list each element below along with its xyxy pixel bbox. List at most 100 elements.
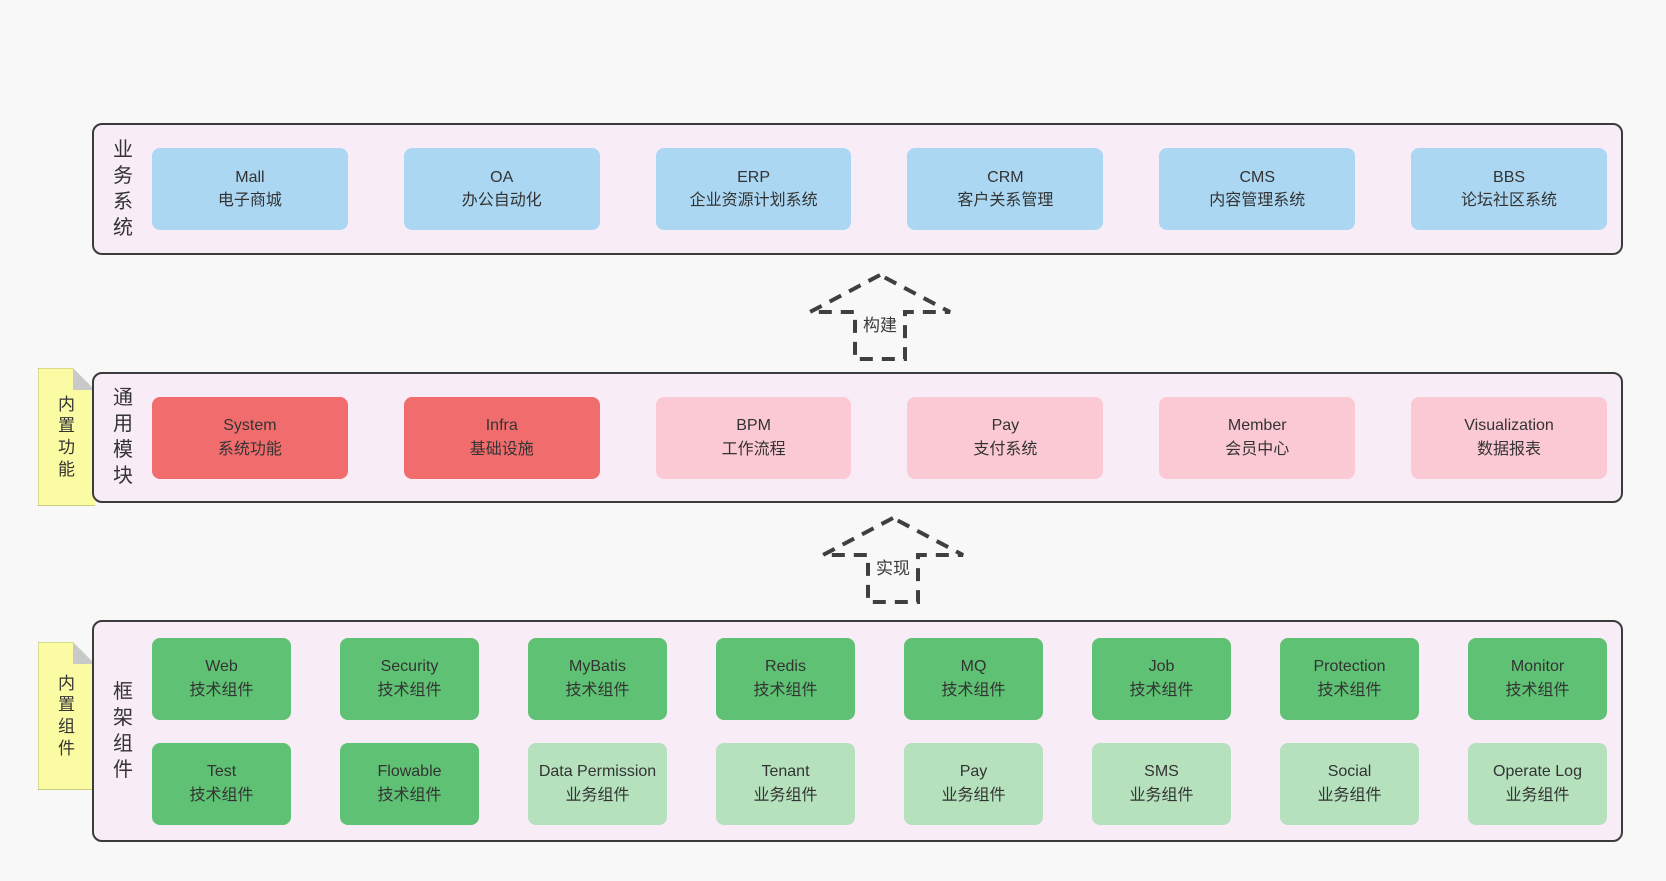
box-system: System 系统功能 bbox=[152, 396, 348, 479]
box-operate-log: Operate Log 业务组件 bbox=[1468, 742, 1607, 825]
box-subtitle: 电子商城 bbox=[217, 192, 282, 209]
box-mybatis: MyBatis 技术组件 bbox=[528, 637, 667, 720]
box-subtitle: 工作流程 bbox=[721, 440, 786, 458]
box-subtitle: 技术组件 bbox=[1317, 681, 1382, 699]
common-modules-row: System 系统功能 Infra 基础设施 BPM 工作流程 Pay 支付系统… bbox=[152, 374, 1621, 501]
box-crm: CRM 客户关系管理 bbox=[907, 148, 1104, 230]
box-subtitle: 数据报表 bbox=[1477, 440, 1542, 458]
box-subtitle: 技术组件 bbox=[565, 681, 630, 699]
box-title: Pay bbox=[959, 763, 988, 781]
box-subtitle: 业务组件 bbox=[1129, 786, 1194, 804]
box-subtitle: 客户关系管理 bbox=[957, 192, 1054, 209]
box-subtitle: 会员中心 bbox=[1225, 440, 1290, 458]
box-subtitle: 技术组件 bbox=[1505, 681, 1570, 699]
box-subtitle: 技术组件 bbox=[753, 681, 818, 699]
box-title: Visualization bbox=[1464, 417, 1554, 435]
box-oa: OA 办公自动化 bbox=[403, 148, 600, 230]
box-title: BPM bbox=[736, 417, 771, 435]
box-title: MQ bbox=[960, 658, 987, 676]
box-title: Mall bbox=[235, 168, 265, 186]
box-erp: ERP 企业资源计划系统 bbox=[655, 148, 852, 230]
arrow-label: 实现 bbox=[873, 554, 913, 579]
sticky-note-built-in-features: 内置功能 bbox=[38, 368, 95, 506]
box-title: Test bbox=[206, 763, 237, 781]
box-subtitle: 技术组件 bbox=[189, 681, 254, 699]
box-member: Member 会员中心 bbox=[1159, 396, 1356, 479]
box-flowable: Flowable 技术组件 bbox=[340, 742, 479, 825]
box-visualization: Visualization 数据报表 bbox=[1411, 396, 1607, 479]
box-title: BBS bbox=[1493, 168, 1526, 186]
dashed-up-arrow-implement: 实现 bbox=[818, 514, 968, 606]
box-security: Security 技术组件 bbox=[340, 637, 479, 720]
box-subtitle: 技术组件 bbox=[1129, 681, 1194, 699]
box-title: Web bbox=[205, 658, 238, 676]
framework-components-container: 框架组件 Web 技术组件 Security 技术组件 MyBatis 技术组件… bbox=[92, 620, 1623, 842]
box-cms: CMS 内容管理系统 bbox=[1159, 148, 1356, 230]
section-side-label: 业务系统 bbox=[113, 138, 133, 239]
common-modules-container: 通用模块 System 系统功能 Infra 基础设施 BPM 工作流程 Pay… bbox=[92, 372, 1623, 503]
box-subtitle: 论坛社区系统 bbox=[1461, 192, 1558, 209]
framework-row-1: Web 技术组件 Security 技术组件 MyBatis 技术组件 Redi… bbox=[152, 637, 1607, 720]
arrow-label: 构建 bbox=[860, 311, 900, 336]
box-title: CMS bbox=[1239, 168, 1275, 186]
box-title: Protection bbox=[1313, 658, 1386, 676]
box-title: ERP bbox=[737, 168, 771, 186]
business-systems-row: Mall 电子商城 OA 办公自动化 ERP 企业资源计划系统 CRM 客户关系… bbox=[152, 125, 1621, 253]
sticky-note-label: 内置功能 bbox=[58, 394, 75, 479]
box-title: Data Permission bbox=[538, 763, 657, 781]
box-title: System bbox=[223, 417, 277, 435]
box-subtitle: 内容管理系统 bbox=[1209, 192, 1306, 209]
sticky-note-label: 内置组件 bbox=[58, 673, 75, 758]
box-title: Tenant bbox=[761, 763, 810, 781]
box-subtitle: 系统功能 bbox=[217, 440, 282, 458]
box-pay-component: Pay 业务组件 bbox=[904, 742, 1043, 825]
box-title: Flowable bbox=[377, 763, 442, 781]
box-redis: Redis 技术组件 bbox=[716, 637, 855, 720]
box-subtitle: 技术组件 bbox=[189, 786, 254, 804]
box-title: OA bbox=[490, 168, 514, 186]
box-title: Infra bbox=[485, 417, 518, 435]
section-side-label: 框架组件 bbox=[113, 680, 133, 781]
box-subtitle: 业务组件 bbox=[565, 786, 630, 804]
dashed-up-arrow-build: 构建 bbox=[805, 271, 955, 363]
box-test: Test 技术组件 bbox=[152, 742, 291, 825]
box-subtitle: 技术组件 bbox=[941, 681, 1006, 699]
box-infra: Infra 基础设施 bbox=[403, 396, 600, 479]
box-mall: Mall 电子商城 bbox=[152, 148, 348, 230]
box-bpm: BPM 工作流程 bbox=[655, 396, 852, 479]
box-subtitle: 业务组件 bbox=[941, 786, 1006, 804]
box-title: Operate Log bbox=[1493, 763, 1582, 781]
box-title: Social bbox=[1327, 763, 1372, 781]
box-subtitle: 业务组件 bbox=[1317, 786, 1382, 804]
box-data-permission: Data Permission 业务组件 bbox=[528, 742, 667, 825]
box-tenant: Tenant 业务组件 bbox=[716, 742, 855, 825]
box-subtitle: 企业资源计划系统 bbox=[689, 192, 818, 209]
box-subtitle: 办公自动化 bbox=[461, 192, 542, 209]
box-mq: MQ 技术组件 bbox=[904, 637, 1043, 720]
box-protection: Protection 技术组件 bbox=[1280, 637, 1419, 720]
box-bbs: BBS 论坛社区系统 bbox=[1411, 148, 1607, 230]
box-social: Social 业务组件 bbox=[1280, 742, 1419, 825]
box-title: Job bbox=[1148, 658, 1175, 676]
box-monitor: Monitor 技术组件 bbox=[1468, 637, 1607, 720]
box-job: Job 技术组件 bbox=[1092, 637, 1231, 720]
framework-components-rows: Web 技术组件 Security 技术组件 MyBatis 技术组件 Redi… bbox=[152, 622, 1621, 840]
box-subtitle: 技术组件 bbox=[377, 681, 442, 699]
box-title: MyBatis bbox=[569, 658, 626, 676]
box-pay-system: Pay 支付系统 bbox=[907, 396, 1104, 479]
box-title: SMS bbox=[1144, 763, 1179, 781]
box-title: Monitor bbox=[1510, 658, 1565, 676]
section-side-label: 通用模块 bbox=[113, 387, 133, 487]
box-subtitle: 基础设施 bbox=[469, 440, 534, 458]
sticky-note-built-in-components: 内置组件 bbox=[38, 642, 95, 790]
framework-row-2: Test 技术组件 Flowable 技术组件 Data Permission … bbox=[152, 742, 1607, 825]
box-title: Member bbox=[1227, 417, 1287, 435]
box-title: Redis bbox=[765, 658, 806, 676]
business-systems-container: 业务系统 Mall 电子商城 OA 办公自动化 ERP 企业资源计划系统 CRM… bbox=[92, 123, 1623, 255]
box-title: Pay bbox=[991, 417, 1020, 435]
box-title: CRM bbox=[987, 168, 1024, 186]
box-sms: SMS 业务组件 bbox=[1092, 742, 1231, 825]
box-subtitle: 业务组件 bbox=[1505, 786, 1570, 804]
box-subtitle: 技术组件 bbox=[377, 786, 442, 804]
box-web: Web 技术组件 bbox=[152, 637, 291, 720]
